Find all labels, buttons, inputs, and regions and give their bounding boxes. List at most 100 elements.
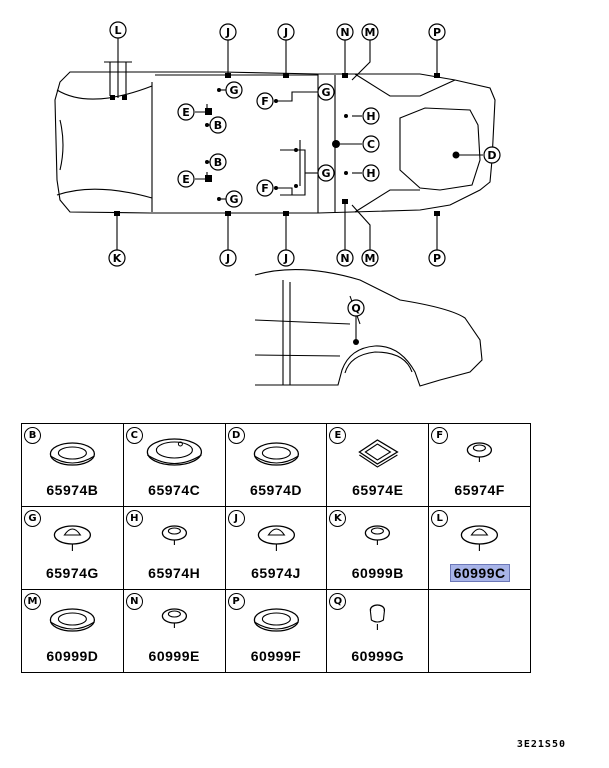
part-cell: Q 60999G — [326, 589, 430, 673]
svg-text:J: J — [283, 26, 288, 39]
callout-bottom-j2: J — [277, 249, 295, 267]
grommet-ring-icon — [49, 608, 96, 632]
part-number-text: 65974F — [454, 482, 505, 498]
part-cell: N 60999E — [122, 589, 226, 673]
part-number[interactable]: 65974J — [226, 565, 327, 581]
part-letter: L — [431, 510, 449, 527]
tall-plug-icon — [370, 604, 386, 630]
part-number-text: 60999F — [250, 648, 302, 664]
callout-inner-f1: F — [256, 92, 274, 110]
callout-inner-g3: G — [317, 164, 335, 182]
grommet-ring-icon — [49, 442, 96, 466]
callout-bottom-k: K — [108, 249, 126, 267]
svg-text:M: M — [365, 252, 376, 265]
svg-text:B: B — [214, 156, 222, 169]
svg-text:H: H — [366, 167, 375, 180]
part-letter: Q — [329, 593, 347, 610]
part-number[interactable]: 60999B — [327, 565, 428, 581]
svg-text:E: E — [182, 173, 190, 186]
reference-code: 3E21S50 — [516, 739, 566, 750]
svg-text:G: G — [229, 84, 238, 97]
callout-inner-d: D — [483, 146, 501, 164]
callout-top-n: N — [336, 23, 354, 41]
callout-top-j2: J — [277, 23, 295, 41]
part-letter: D — [227, 427, 245, 444]
part-letter: N — [125, 593, 143, 610]
svg-text:F: F — [261, 182, 269, 195]
svg-text:G: G — [321, 167, 330, 180]
cap-grommet-icon — [53, 525, 92, 551]
side-view-outline — [254, 269, 483, 387]
callout-inner-b2: B — [209, 153, 227, 171]
svg-text:Q: Q — [351, 302, 360, 315]
part-number[interactable]: 60999E — [124, 648, 225, 664]
floor-plug-diagram: L J J N M P K J J N M P G E B F G H C D … — [54, 21, 501, 387]
callout-bottom-j1: J — [219, 249, 237, 267]
cap-grommet-icon — [460, 525, 499, 551]
small-grommet-icon — [161, 608, 187, 628]
svg-text:H: H — [366, 110, 375, 123]
svg-text:F: F — [261, 95, 269, 108]
parts-table: B 65974B C 65974C D 65974D E 65974E F 65974F G 6597… — [21, 423, 531, 673]
callout-inner-c: C — [362, 135, 380, 153]
part-number-text: 65974H — [148, 565, 201, 581]
part-number[interactable]: 60999G — [327, 648, 428, 664]
part-number[interactable]: 65974F — [429, 482, 530, 498]
floor-pan-outline — [54, 71, 496, 214]
part-number-text: 65974D — [249, 482, 303, 498]
empty-cell — [428, 589, 531, 673]
svg-text:P: P — [433, 252, 441, 265]
part-number[interactable]: 65974D — [226, 482, 327, 498]
part-letter: F — [431, 427, 449, 444]
svg-text:N: N — [340, 26, 349, 39]
part-letter: B — [24, 427, 41, 444]
part-number-text: 60999G — [351, 648, 405, 664]
svg-text:K: K — [113, 252, 122, 265]
part-letter: J — [227, 510, 245, 527]
part-number-text: 65974E — [352, 482, 404, 498]
svg-text:B: B — [214, 119, 222, 132]
callout-top-l: L — [109, 21, 127, 39]
part-number[interactable]: 60999D — [22, 648, 123, 664]
part-cell: G 65974G — [21, 506, 124, 590]
part-number[interactable]: 65974G — [22, 565, 123, 581]
svg-text:C: C — [367, 138, 375, 151]
part-number[interactable]: 65974B — [22, 482, 123, 498]
callout-inner-h2: H — [362, 164, 380, 182]
part-number-text: 60999D — [46, 648, 99, 664]
part-number-text: 60999E — [148, 648, 200, 664]
small-grommet-icon — [161, 525, 187, 545]
svg-text:E: E — [182, 106, 190, 119]
part-number[interactable]: 65974H — [124, 565, 225, 581]
part-letter: E — [329, 427, 347, 444]
part-letter: G — [24, 510, 41, 527]
part-letter: P — [227, 593, 245, 610]
part-letter: C — [125, 427, 143, 444]
callout-bottom-m: M — [361, 249, 379, 267]
callout-side-q: Q — [347, 299, 365, 317]
part-number-text: 65974C — [148, 482, 201, 498]
part-number-text: 60999C — [449, 564, 510, 582]
square-plug-icon — [358, 439, 400, 468]
callout-top-j1: J — [219, 23, 237, 41]
svg-text:G: G — [321, 86, 330, 99]
callout-inner-g2: G — [317, 83, 335, 101]
part-cell: F 65974F — [428, 423, 531, 507]
callout-inner-b1: B — [209, 116, 227, 134]
svg-text:J: J — [225, 252, 230, 265]
callout-bottom-n: N — [336, 249, 354, 267]
callout-inner-f2: F — [256, 179, 274, 197]
part-cell: C 65974C — [122, 423, 226, 507]
cap-grommet-icon — [257, 525, 295, 551]
part-number[interactable]: 65974C — [124, 482, 225, 498]
grommet-ring-icon — [253, 442, 299, 466]
callout-inner-g1: G — [225, 81, 243, 99]
part-cell: E 65974E — [326, 423, 430, 507]
part-number[interactable]: 60999C — [429, 564, 530, 582]
part-number[interactable]: 60999F — [226, 648, 327, 664]
part-number[interactable]: 65974E — [327, 482, 428, 498]
